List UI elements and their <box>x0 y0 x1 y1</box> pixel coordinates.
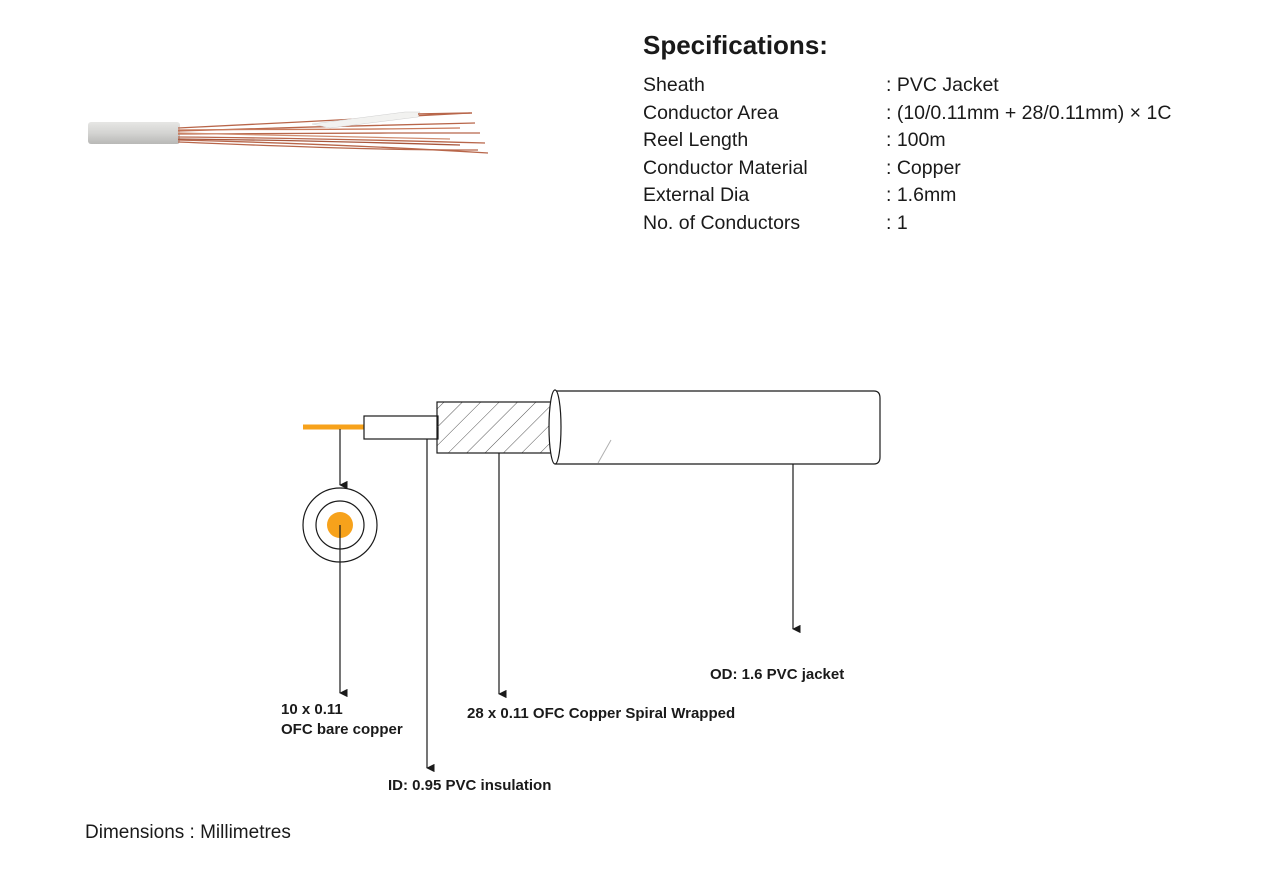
photo-jacket <box>88 122 180 144</box>
spec-label: External Dia <box>643 184 750 207</box>
spec-row-reel-length: Reel Length : 100m <box>643 127 1171 155</box>
pvc-insulation <box>363 415 439 440</box>
spec-row-external-dia: External Dia : 1.6mm <box>643 182 1171 210</box>
jacket-highlight <box>597 439 612 464</box>
cable-photo <box>88 111 489 154</box>
spec-value: : Copper <box>886 156 961 179</box>
dimensions-note: Dimensions : Millimetres <box>85 822 291 843</box>
spec-value: : (10/0.11mm + 28/0.11mm) × 1C <box>886 101 1172 124</box>
spec-label: No. of Conductors <box>643 211 801 234</box>
spec-label: Sheath <box>643 74 705 96</box>
spec-value: : 100m <box>886 129 946 152</box>
spec-row-conductor-material: Conductor Material : Copper <box>643 155 1171 183</box>
insulation-callout: ID: 0.95 PVC insulation <box>388 777 552 794</box>
spec-row-sheath: Sheath : PVC Jacket <box>643 72 1171 100</box>
core-callout: 10 x 0.11 OFC bare copper <box>281 700 403 740</box>
core-callout-line1: 10 x 0.11 <box>281 701 343 718</box>
spiral-copper-wrap <box>436 401 552 454</box>
core-callout-line2: OFC bare copper <box>281 721 403 738</box>
pvc-jacket <box>555 390 881 465</box>
jacket-end-edge <box>548 389 562 465</box>
jacket-callout: OD: 1.6 PVC jacket <box>710 666 845 683</box>
spec-label: Reel Length <box>643 129 749 152</box>
spec-value: : 1.6mm <box>886 184 957 207</box>
specifications-table: Sheath : PVC Jacket Conductor Area : (10… <box>643 72 1171 238</box>
specifications-title: Specifications: <box>643 30 828 60</box>
spec-row-no-of-conductors: No. of Conductors : 1 <box>643 210 1171 238</box>
spiral-callout: 28 x 0.11 OFC Copper Spiral Wrapped <box>467 705 736 722</box>
spec-row-conductor-area: Conductor Area : (10/0.11mm + 28/0.11mm)… <box>643 100 1171 128</box>
spec-label: Conductor Area <box>643 101 779 124</box>
spec-value: : 1 <box>886 211 908 234</box>
spec-value: : PVC Jacket <box>886 74 999 96</box>
spec-label: Conductor Material <box>643 156 808 179</box>
